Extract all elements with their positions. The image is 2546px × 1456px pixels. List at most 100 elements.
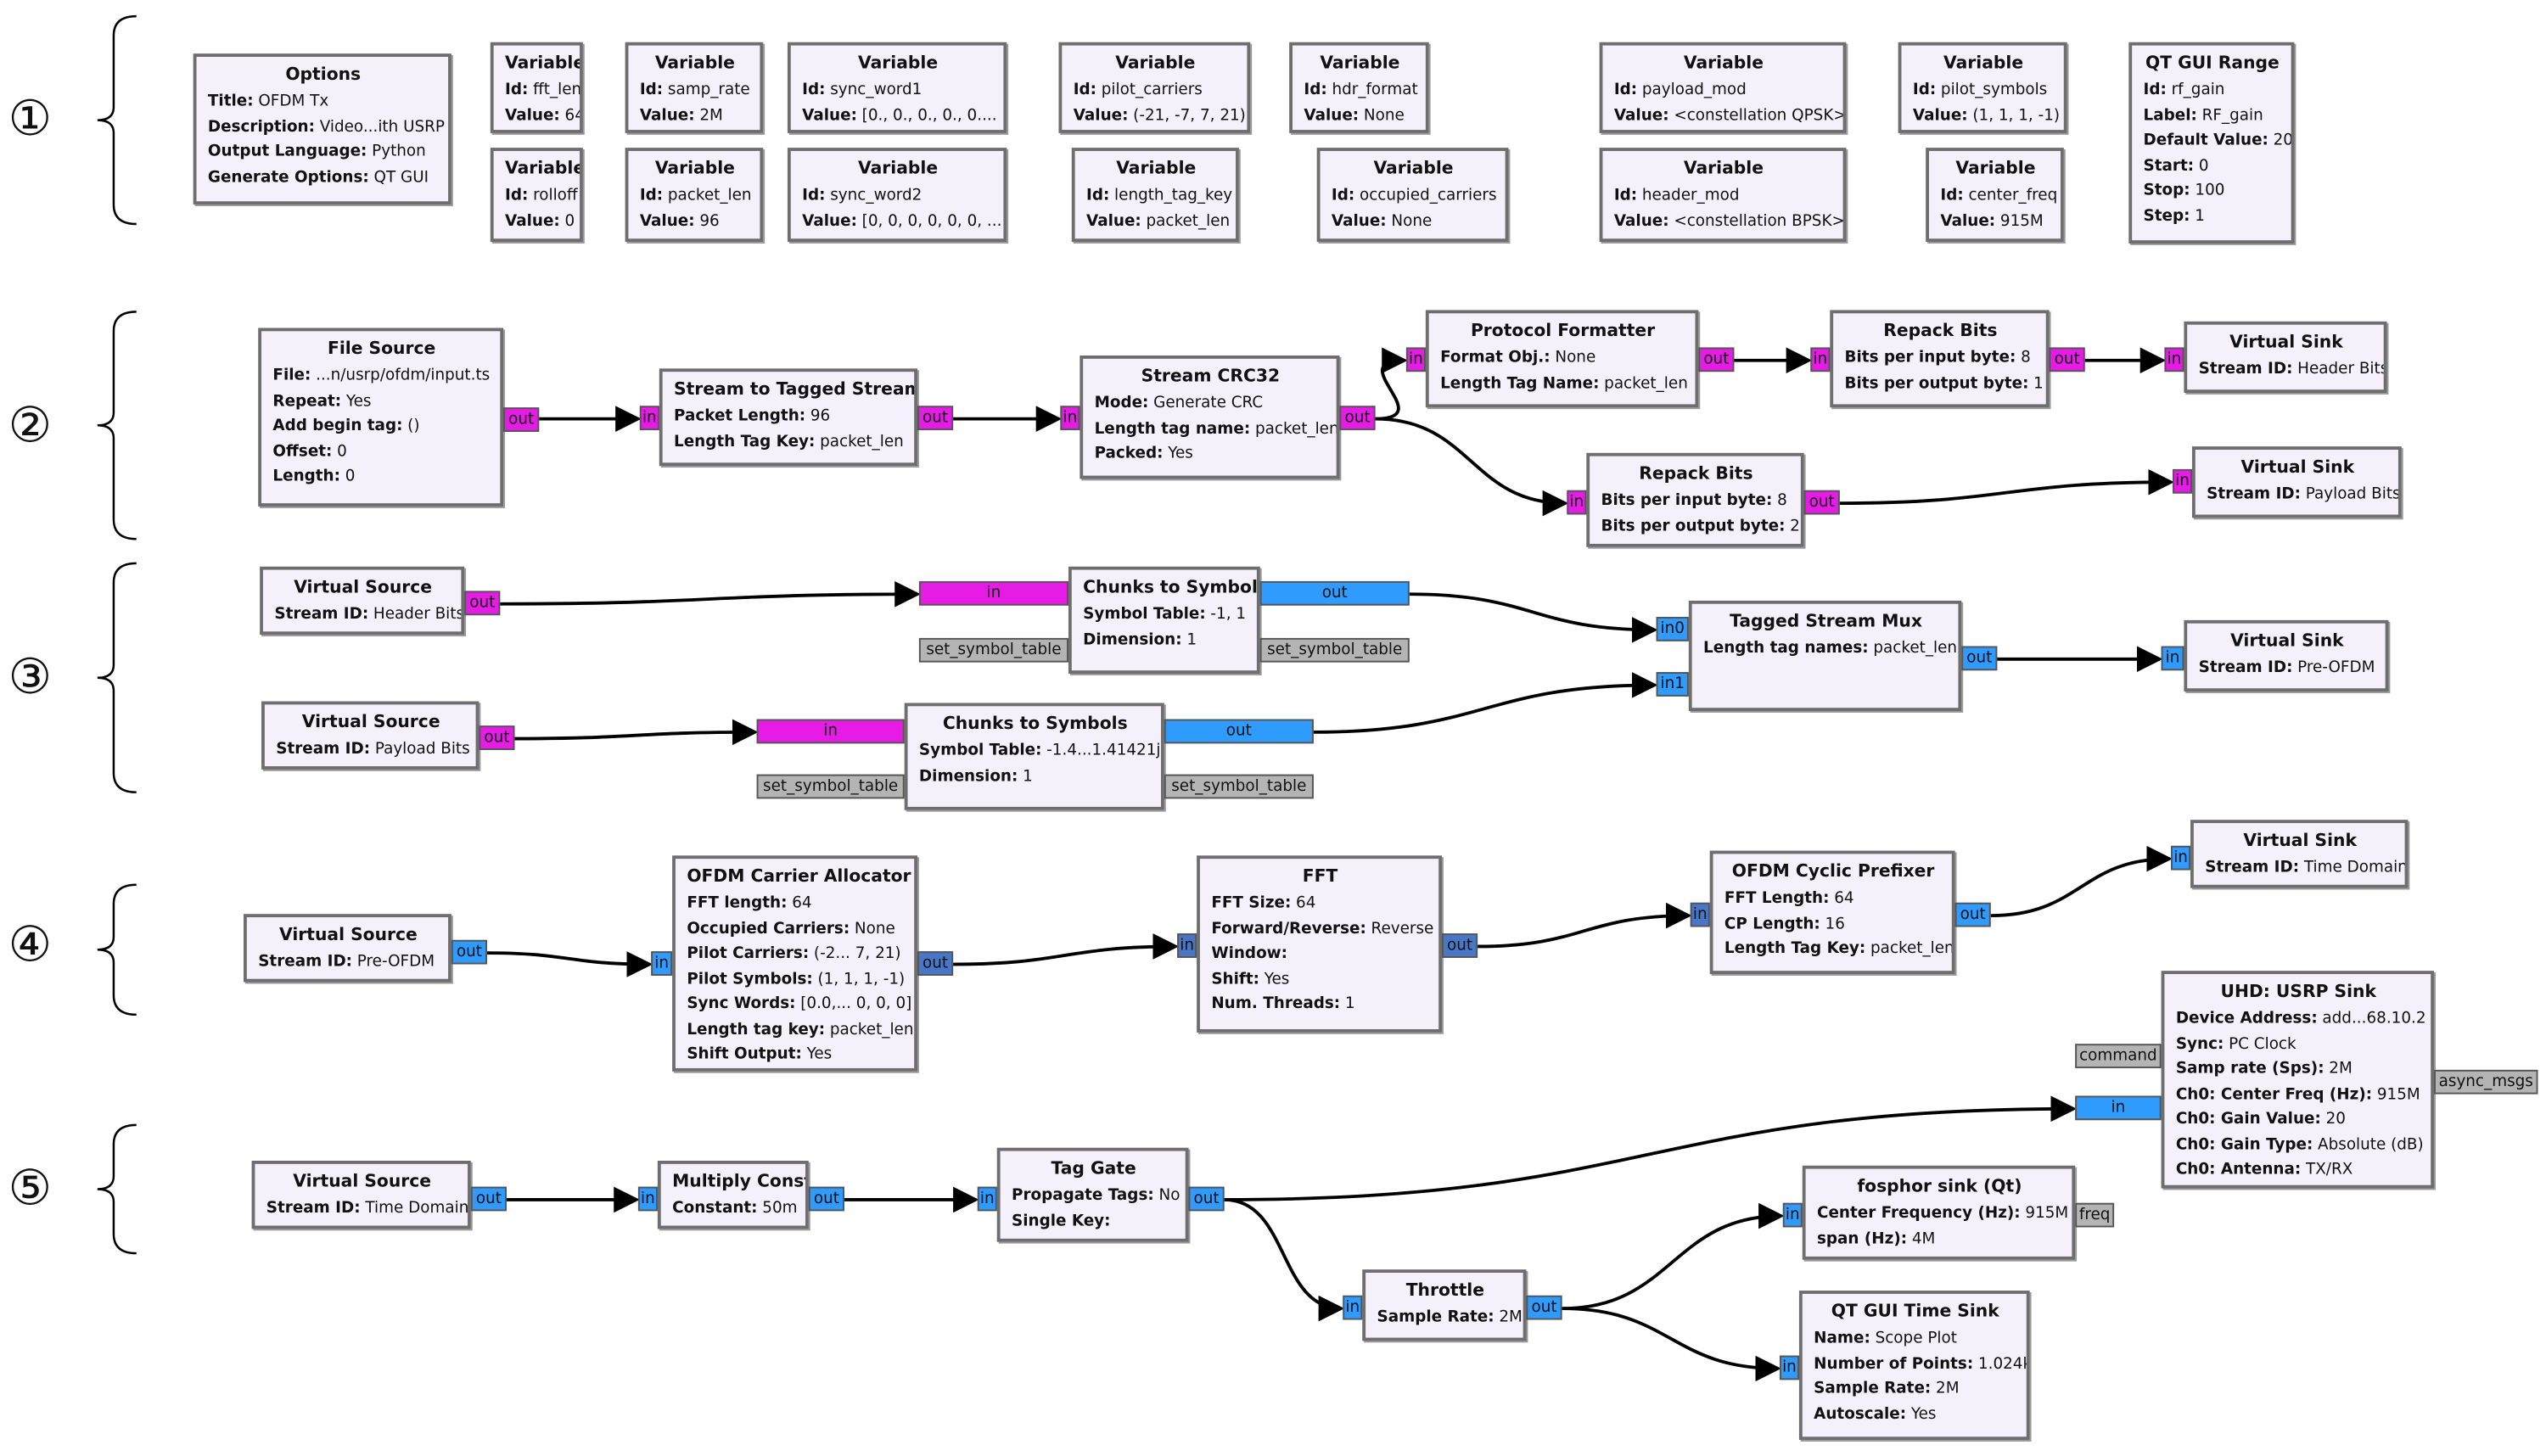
port-in[interactable]: in [2075,1095,2162,1121]
port-out[interactable]: out [808,1186,844,1212]
port-in[interactable]: in [1060,406,1080,431]
port-out[interactable]: out [2049,347,2085,372]
port-in[interactable]: in [2161,646,2184,671]
port-in[interactable]: in [2164,347,2184,372]
port-out[interactable]: out [1339,406,1376,431]
port-in[interactable]: in [2172,468,2192,494]
connection-wire[interactable] [1562,1307,1781,1382]
port-in[interactable]: in [651,951,673,976]
port-in[interactable]: in [1810,347,1831,372]
port-in[interactable]: in [756,719,905,744]
port-in[interactable]: in [1567,490,1587,515]
port-out[interactable]: out [1442,933,1478,958]
connection-wire[interactable] [1562,1202,1785,1311]
connection-wire[interactable] [1313,672,1658,734]
port-out[interactable]: out [1961,646,1998,671]
port-set-symbol-table[interactable]: set_symbol_table [918,637,1068,663]
port-in[interactable]: in [1782,1202,1803,1228]
port-out[interactable]: out [917,406,954,431]
port-in[interactable]: in [639,406,659,431]
port-in[interactable]: in [2171,845,2191,871]
port-out[interactable]: out [464,591,501,616]
port-out[interactable]: out [1188,1186,1225,1212]
port-in[interactable]: in [1690,902,1710,927]
port-out[interactable]: out [479,725,515,750]
port-out[interactable]: out [503,407,540,432]
port-in[interactable]: in [1177,933,1197,958]
port-out[interactable]: out [451,939,487,965]
port-command[interactable]: command [2075,1044,2162,1068]
port-out[interactable]: out [1164,719,1314,744]
connection-wire[interactable] [1375,417,1569,517]
connection-wire[interactable] [1409,592,1658,643]
connection-wire[interactable] [1224,1198,1345,1322]
port-out[interactable]: out [1259,580,1410,606]
port-in[interactable]: in [637,1186,658,1212]
port-out[interactable]: out [1954,902,1991,927]
connection-wire[interactable] [953,933,1180,966]
connection-wire[interactable] [514,719,759,746]
port-set-symbol-table[interactable]: set_symbol_table [1164,774,1314,799]
connection-wire[interactable] [1839,468,2174,506]
connection-wire[interactable] [1224,1095,2078,1201]
port-in[interactable]: in [918,580,1068,606]
port-in0[interactable]: in0 [1656,617,1689,641]
port-set-symbol-table[interactable]: set_symbol_table [756,774,905,799]
port-in[interactable]: in [977,1186,997,1212]
port-in1[interactable]: in1 [1656,672,1689,697]
port-out[interactable]: out [1803,490,1840,515]
connection-wire[interactable] [1375,347,1408,421]
port-out[interactable]: out [470,1186,507,1212]
port-freq[interactable]: freq [2075,1202,2115,1228]
port-out[interactable]: out [1698,347,1735,372]
port-out[interactable]: out [917,951,954,976]
port-in[interactable]: in [1405,347,1426,372]
connection-wire[interactable] [486,951,653,977]
port-set-symbol-table[interactable]: set_symbol_table [1259,637,1410,663]
connection-wire[interactable] [1478,902,1692,949]
port-async-msgs[interactable]: async_msgs [2434,1069,2538,1095]
port-in[interactable]: in [1343,1295,1363,1320]
port-out[interactable]: out [1526,1295,1562,1320]
